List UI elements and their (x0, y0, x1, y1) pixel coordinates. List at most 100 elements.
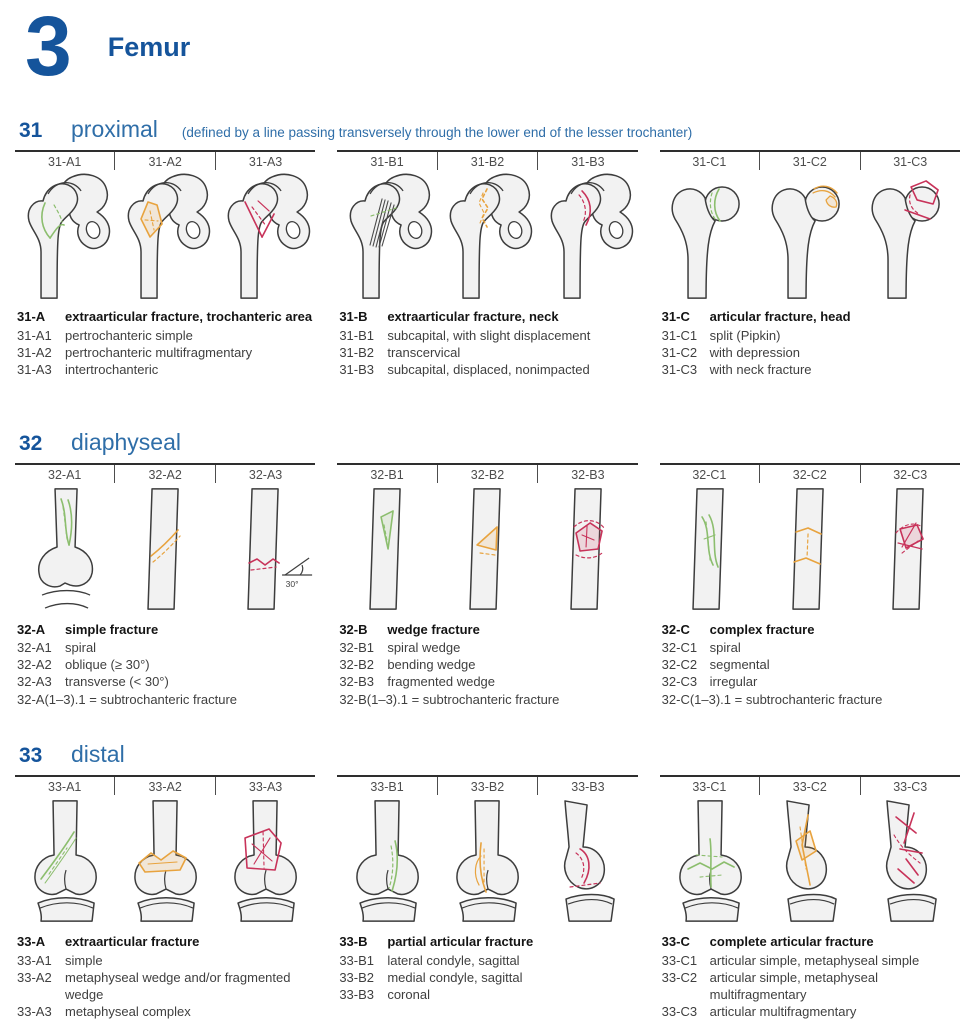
classification-group-code: 31-A (17, 309, 46, 324)
figure-32-B2 (437, 485, 537, 613)
classification-group-code: 33-B (339, 934, 368, 950)
figure-32-C2 (760, 485, 860, 613)
figure-label: 32-A2 (114, 464, 214, 483)
figure-31-C1 (660, 172, 760, 300)
classification-item-code: 33-A3 (17, 1003, 52, 1019)
figure-label: 31-C1 (692, 155, 727, 169)
distal-femur-metaphyseal-complex-icon (234, 800, 298, 922)
figure-32-B3 (538, 485, 638, 613)
classification-item-text: with neck fracture (709, 361, 812, 377)
classification-item-code: 33-C3 (661, 1003, 698, 1019)
section-name: distal (71, 741, 125, 768)
figure-label: 32-C2 (759, 464, 859, 483)
classification-item-code: 31-A3 (17, 361, 52, 377)
classification-item-code: 32-B3 (339, 674, 375, 690)
classification-item-text: pertrochanteric multifragmentary (65, 344, 253, 360)
classification-item-text: split (Pipkin) (709, 327, 781, 343)
femur-shaft-oblique-fracture-icon (147, 487, 181, 610)
classification-heading: 33-C complete articular fracture (662, 934, 960, 951)
figure-32-A1 (15, 485, 115, 613)
figure-33-B2 (437, 797, 537, 925)
section-note: (defined by a line passing transversely … (181, 125, 693, 140)
classification-item-text: oblique (≥ 30°) (65, 657, 150, 673)
classification-group-title: wedge fracture (387, 621, 480, 637)
classification-item-text: metaphyseal complex (65, 1003, 191, 1019)
classification-group-code: 31-B (339, 309, 368, 324)
distal-femur-simple-fracture-icon (34, 800, 97, 922)
figure-row (660, 797, 960, 925)
classification-group-code: 33-C (661, 934, 690, 950)
femoral-neck-displaced-fracture-icon (550, 173, 633, 299)
classification-item-text: intertrochanteric (65, 361, 159, 377)
classification-group-code: 32-C (661, 621, 690, 637)
classification-item-code: 31-A1 (17, 327, 52, 343)
femur-shaft-spiral-wedge-icon (369, 487, 402, 610)
classification-item-code: 33-C2 (661, 969, 698, 985)
classification-item-text: subcapital, displaced, nonimpacted (387, 361, 590, 377)
proximal-femur-pelvis-green-fracture-icon (27, 173, 111, 299)
figure-31-C2 (760, 172, 860, 300)
classification-item-code: 32-A1 (17, 640, 52, 656)
chapter-header: 3 Femur (15, 4, 960, 98)
figure-32-A2 (115, 485, 215, 613)
figure-label: 31-B1 (370, 155, 404, 169)
figure-label: 32-A1 (48, 467, 82, 482)
figure-label: 33-C2 (759, 777, 859, 796)
figure-row (660, 485, 960, 613)
classification-item-code: 32-B2 (339, 657, 375, 673)
figure-row (15, 797, 315, 925)
figure-label: 33-A1 (48, 780, 82, 795)
figure-33-C1 (660, 797, 760, 925)
section-number: 31 (19, 119, 43, 142)
angle-annotation-label: 30° (286, 579, 299, 589)
classification-item-text: lateral condyle, sagittal (387, 952, 520, 968)
classification-item-text: fragmented wedge (387, 674, 496, 690)
articular-simple-metaphyseal-multifrag-icon (785, 800, 837, 922)
figure-33-B3 (538, 797, 638, 925)
classification-sections: 31 proximal (defined by a line passing tra… (15, 116, 960, 1020)
classification-item-text: with depression (709, 344, 800, 360)
section-number: 33 (19, 744, 43, 768)
section-name: proximal (71, 116, 158, 142)
classification-item-text: transcervical (387, 344, 461, 360)
femur-shaft-fragmented-wedge-icon (569, 487, 605, 610)
section-31: 31 proximal (defined by a line passing tra… (15, 116, 960, 379)
figure-label: 31-C2 (759, 152, 859, 170)
femoral-head-neck-fracture-icon (871, 180, 940, 299)
classification-group-title: articular fracture, head (709, 309, 851, 324)
classification-item-code: 31-C3 (661, 361, 698, 377)
figure-label: 32-B1 (370, 467, 404, 482)
figure-32-A3: 30° (215, 485, 315, 613)
classification-group-title: complete articular fracture (709, 934, 874, 950)
figure-label: 33-C3 (859, 777, 960, 796)
classification-item-text: articular simple, metaphyseal multifragm… (709, 969, 879, 1002)
figure-row (337, 797, 637, 925)
figure-31-B3 (538, 172, 638, 300)
